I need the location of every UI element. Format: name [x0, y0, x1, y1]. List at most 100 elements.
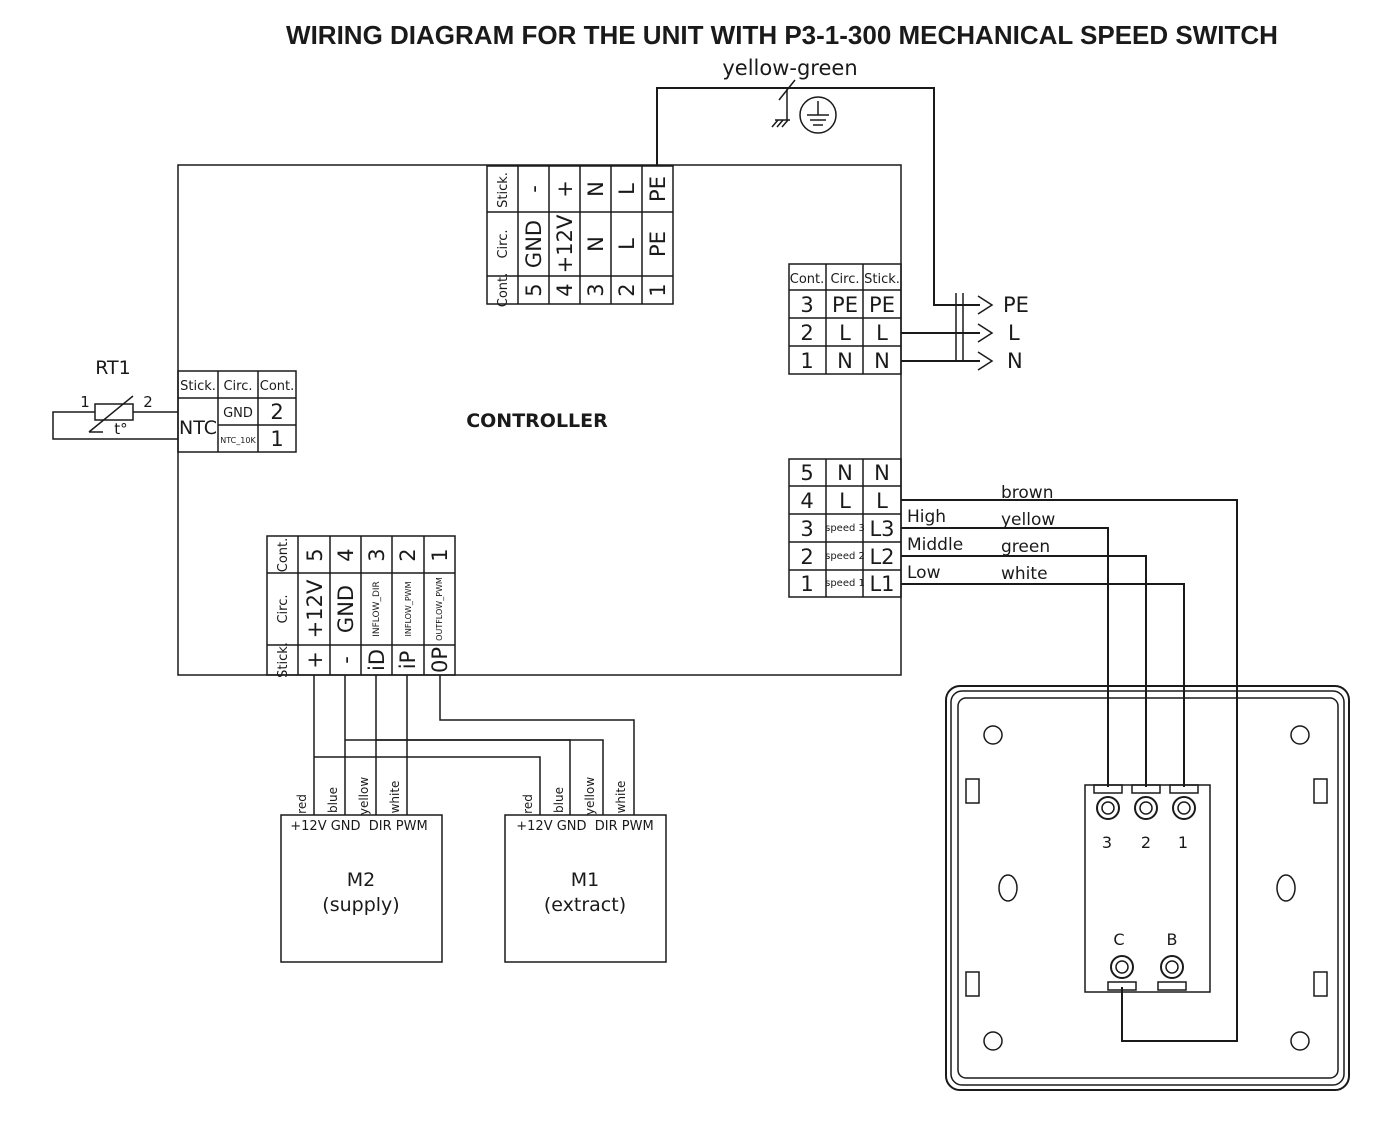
power-circ-l: L: [839, 321, 851, 345]
switch-terminal-b: B: [1167, 930, 1178, 949]
m1-name: M1: [571, 869, 599, 891]
m2-wire-yellow: yellow: [357, 777, 371, 815]
m1-wire-yellow: yellow: [583, 777, 597, 815]
ntc-cont-header: Cont.: [260, 379, 295, 394]
power-cont-2: 2: [800, 321, 813, 345]
top-stick-1: PE: [646, 176, 670, 202]
speed-cont-1: 1: [800, 572, 813, 596]
m1-wire-red: red: [521, 794, 535, 814]
motor-m2: red blue yellow white +12V GND DIR PWM M…: [280, 777, 443, 963]
switch-terminal-3: 3: [1102, 833, 1112, 852]
ntc-terminal-block: Stick. Circ. Cont. NTC GND NTC_10K 2 1: [177, 370, 297, 453]
top-cont-5: 5: [522, 283, 546, 296]
motor-stick-id: iD: [365, 649, 389, 671]
motor-cont-1: 1: [428, 548, 452, 561]
earth-ground-icon: [799, 96, 837, 134]
top-block-cont-header: Cont.: [496, 273, 511, 308]
top-terminal-block: Stick. Circ. Cont. - + N L PE GND +12V N…: [486, 165, 674, 308]
arrow-l-icon: [977, 323, 994, 343]
wire-green-label: green: [1001, 537, 1050, 557]
speed-circ-n: N: [837, 461, 853, 485]
power-stick-l: L: [876, 321, 888, 345]
motor-m1: red blue yellow white +12V GND DIR PWM M…: [504, 777, 667, 963]
wire-brown-label: brown: [1001, 483, 1054, 503]
thermistor-symbol: t°: [114, 420, 127, 438]
ntc-circ-header: Circ.: [223, 379, 252, 394]
m2-wire-blue: blue: [326, 787, 340, 813]
speed-terminal-block: 5 N N 4 L L 3 speed 3 L3 2 speed 2 L2 1 …: [788, 458, 1238, 1042]
mains-l-label: L: [1008, 321, 1020, 345]
power-cont-3: 3: [800, 293, 813, 317]
top-circ-1: PE: [646, 231, 670, 257]
top-circ-4: +12V: [553, 214, 577, 273]
speed-stick-l1: L1: [869, 572, 894, 596]
top-cont-2: 2: [615, 283, 639, 296]
motor-cont-5: 5: [303, 548, 327, 561]
power-circ-n: N: [837, 349, 853, 373]
top-block-circ-header: Circ.: [496, 229, 511, 258]
top-cont-3: 3: [584, 283, 608, 296]
speed-stick-l2: L2: [869, 545, 894, 569]
wire-yellow-label: yellow: [1001, 510, 1055, 530]
mains-pe-label: PE: [1003, 293, 1029, 317]
speed-middle-label: Middle: [907, 535, 963, 555]
switch-terminal-1: 1: [1178, 833, 1188, 852]
top-block-stick-header: Stick.: [496, 172, 511, 208]
top-stick-2: L: [615, 183, 639, 195]
ntc-cont-2: 2: [270, 400, 283, 424]
diagram-title: WIRING DIAGRAM FOR THE UNIT WITH P3-1-30…: [286, 20, 1278, 50]
speed-cont-5: 5: [800, 461, 813, 485]
speed-cont-3: 3: [800, 517, 813, 541]
m1-wire-blue: blue: [552, 787, 566, 813]
motor-stick-header: Stick.: [276, 642, 291, 678]
motor-stick-0p: 0P: [428, 647, 452, 673]
m1-pins: +12V GND DIR PWM: [516, 819, 653, 834]
switch-terminal-2: 2: [1141, 833, 1151, 852]
m1-wire-white: white: [614, 781, 628, 814]
motor-circ-inflow-pwm: INFLOW_PWM: [404, 581, 413, 636]
speed-low-label: Low: [907, 563, 941, 583]
thermistor-pin-1: 1: [80, 393, 90, 411]
motor-circ-outflow-pwm: OUTFLOW_PWM: [435, 577, 444, 641]
ntc-cont-1: 1: [270, 427, 283, 451]
top-stick-3: N: [584, 181, 608, 197]
motor-stick-ip: iP: [396, 651, 420, 670]
motor-circ-gnd: GND: [334, 585, 358, 633]
top-cont-1: 1: [646, 283, 670, 296]
controller-label: CONTROLLER: [466, 410, 608, 432]
m2-name: M2: [347, 869, 375, 891]
top-circ-5: GND: [522, 220, 546, 268]
motor-terminal-block: Cont. Circ. Stick. 5 4 3 2 1 +12V GND IN…: [266, 535, 456, 678]
thermistor-rt1: RT1 1 2 t°: [52, 357, 178, 440]
speed-circ-l: L: [839, 489, 851, 513]
ground-wire-label: yellow-green: [722, 56, 857, 80]
power-terminal-block: Cont. Circ. Stick. 3 PE PE 2 L L 1 N N P…: [788, 263, 1029, 375]
top-cont-4: 4: [553, 283, 577, 296]
ntc-circ-gnd: GND: [223, 406, 253, 421]
terminal-screw-icon: [1093, 784, 1199, 991]
thermistor-pin-2: 2: [143, 393, 153, 411]
top-circ-3: N: [584, 236, 608, 252]
top-stick-4: +: [553, 180, 577, 198]
m2-role: (supply): [322, 894, 399, 916]
ground-connection: yellow-green: [656, 56, 980, 306]
wire-white-label: white: [1001, 564, 1048, 584]
plate-slot-icon: [965, 778, 1328, 997]
speed-circ-1: speed 1: [825, 578, 865, 589]
motor-circ-12v: +12V: [303, 579, 327, 638]
m2-wire-red: red: [295, 794, 309, 814]
m1-role: (extract): [544, 894, 626, 916]
power-stick-pe: PE: [869, 293, 895, 317]
motor-wiring: [313, 675, 635, 815]
speed-stick-l3: L3: [869, 517, 894, 541]
speed-stick-n: N: [874, 461, 890, 485]
motor-cont-header: Cont.: [276, 538, 291, 573]
top-circ-2: L: [615, 238, 639, 250]
motor-stick-minus: -: [334, 656, 358, 664]
motor-circ-inflow-dir: INFLOW_DIR: [372, 581, 382, 637]
power-stick-n: N: [874, 349, 890, 373]
power-cont-header: Cont.: [790, 272, 825, 287]
ntc-circ-ntc10k: NTC_10K: [220, 436, 256, 445]
motor-cont-3: 3: [365, 548, 389, 561]
